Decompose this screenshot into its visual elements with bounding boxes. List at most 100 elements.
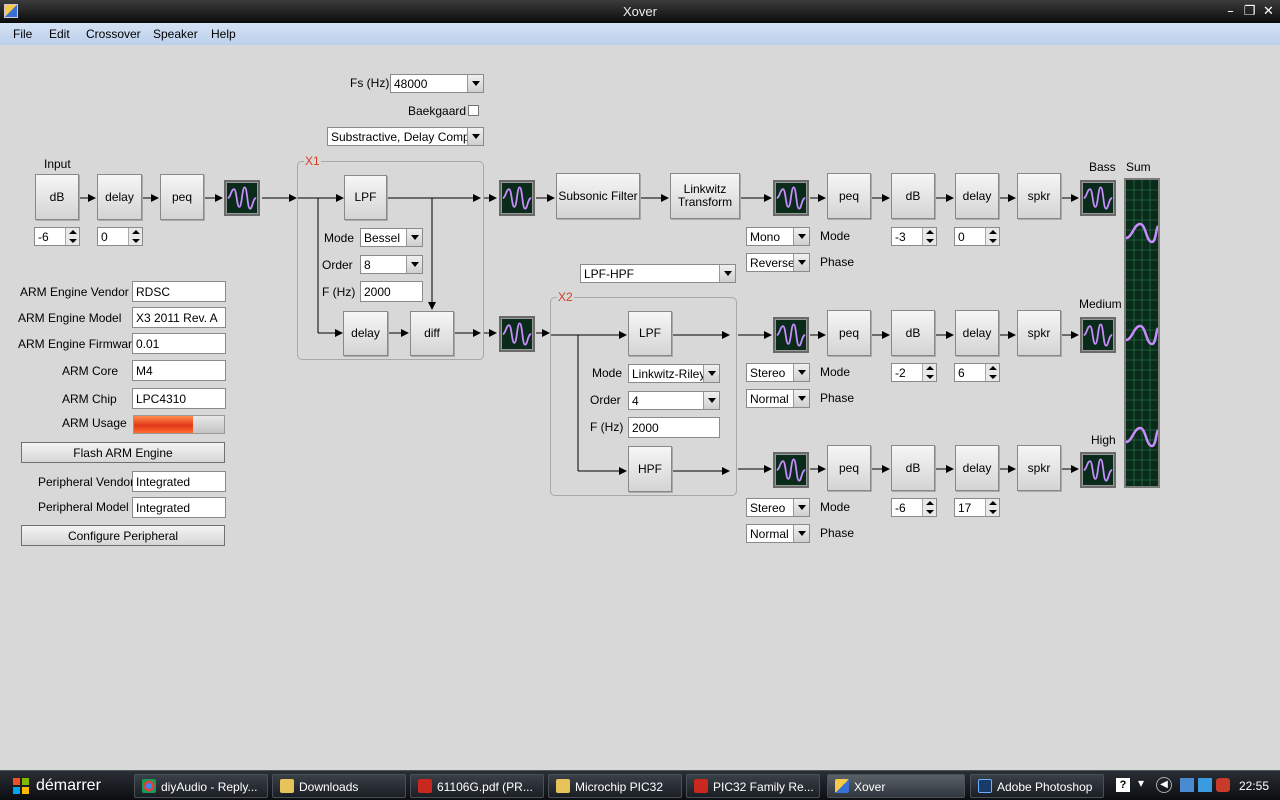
task-pic32-family[interactable]: PIC32 Family Re... xyxy=(686,774,820,798)
medium-delay-block[interactable]: delay xyxy=(955,310,999,356)
x2-type-select[interactable]: LPF-HPF xyxy=(580,264,736,283)
task-microchip-pic32[interactable]: Microchip PIC32 xyxy=(548,774,682,798)
input-delay-spinner[interactable]: 0 xyxy=(97,227,143,246)
high-db-spinner[interactable]: -6 xyxy=(891,498,937,517)
task-downloads[interactable]: Downloads xyxy=(272,774,406,798)
bass-db-block[interactable]: dB xyxy=(891,173,935,219)
spinner-arrows-icon[interactable] xyxy=(922,228,936,245)
subsonic-filter-block[interactable]: Subsonic Filter xyxy=(556,173,640,219)
medium-spkr-block[interactable]: spkr xyxy=(1017,310,1061,356)
bass-pre-scope[interactable] xyxy=(773,180,809,216)
x2-hpf-block[interactable]: HPF xyxy=(628,446,672,492)
x1-order-select[interactable]: 8 xyxy=(360,255,423,274)
task-pdf-61106g[interactable]: 61106G.pdf (PR... xyxy=(410,774,544,798)
task-xover[interactable]: Xover xyxy=(827,774,965,798)
x1-mode-select[interactable]: Bessel xyxy=(360,228,423,247)
spinner-arrows-icon[interactable] xyxy=(65,228,79,245)
input-peq-block[interactable]: peq xyxy=(160,174,204,220)
tray-expand-icon[interactable]: ◀ xyxy=(1156,777,1172,793)
medium-peq-block[interactable]: peq xyxy=(827,310,871,356)
high-out-scope[interactable] xyxy=(1080,452,1116,488)
spinner-arrows-icon[interactable] xyxy=(128,228,142,245)
medium-db-block[interactable]: dB xyxy=(891,310,935,356)
arm-vendor-field[interactable]: RDSC xyxy=(132,281,226,302)
bass-mode-value: Mono xyxy=(750,230,781,244)
menu-file[interactable]: File xyxy=(13,27,33,41)
bass-phase-select[interactable]: Reverse xyxy=(746,253,810,272)
input-scope[interactable] xyxy=(224,180,260,216)
bass-delay-spinner[interactable]: 0 xyxy=(954,227,1000,246)
arm-model-field[interactable]: X3 2011 Rev. A xyxy=(132,307,226,328)
task-photoshop[interactable]: Adobe Photoshop xyxy=(970,774,1104,798)
network-icon[interactable]: ▾ xyxy=(1138,776,1145,790)
spinner-arrows-icon[interactable] xyxy=(922,364,936,381)
bass-path-scope[interactable] xyxy=(499,180,535,216)
menu-edit[interactable]: Edit xyxy=(49,27,70,41)
x2-input-scope[interactable] xyxy=(499,316,535,352)
close-icon[interactable]: ✕ xyxy=(1263,4,1274,19)
linkwitz-transform-block[interactable]: Linkwitz Transform xyxy=(670,173,740,219)
bass-out-scope[interactable] xyxy=(1080,180,1116,216)
spinner-arrows-icon[interactable] xyxy=(985,364,999,381)
input-db-block[interactable]: dB xyxy=(35,174,79,220)
input-delay-block[interactable]: delay xyxy=(97,174,142,220)
x1-freq-input[interactable]: 2000 xyxy=(360,281,423,302)
high-db-block[interactable]: dB xyxy=(891,445,935,491)
medium-delay-spinner[interactable]: 6 xyxy=(954,363,1000,382)
crossover-mode-select[interactable]: Substractive, Delay Comp. xyxy=(327,127,484,146)
task-label: PIC32 Family Re... xyxy=(713,780,814,794)
arm-core-field[interactable]: M4 xyxy=(132,360,226,381)
high-phase-select[interactable]: Normal xyxy=(746,524,810,543)
bass-peq-block[interactable]: peq xyxy=(827,173,871,219)
bass-spkr-block[interactable]: spkr xyxy=(1017,173,1061,219)
configure-peripheral-button[interactable]: Configure Peripheral xyxy=(21,525,225,546)
spinner-arrows-icon[interactable] xyxy=(922,499,936,516)
x2-lpf-block[interactable]: LPF xyxy=(628,311,672,356)
medium-out-scope[interactable] xyxy=(1080,317,1116,353)
dropbox-icon[interactable] xyxy=(1198,778,1212,792)
x2-order-select[interactable]: 4 xyxy=(628,391,720,410)
high-delay-spinner[interactable]: 17 xyxy=(954,498,1000,517)
spinner-arrows-icon[interactable] xyxy=(985,228,999,245)
x1-delay-block[interactable]: delay xyxy=(343,311,388,356)
bass-db-spinner[interactable]: -3 xyxy=(891,227,937,246)
high-spkr-block[interactable]: spkr xyxy=(1017,445,1061,491)
baekgaard-checkbox[interactable] xyxy=(468,105,479,116)
help-icon[interactable]: ? xyxy=(1116,778,1130,792)
bass-delay-block[interactable]: delay xyxy=(955,173,999,219)
restore-icon[interactable]: ❐ xyxy=(1243,4,1256,19)
medium-pre-scope[interactable] xyxy=(773,317,809,353)
menu-crossover[interactable]: Crossover xyxy=(86,27,141,41)
arm-chip-field[interactable]: LPC4310 xyxy=(132,388,226,409)
high-pre-scope[interactable] xyxy=(773,452,809,488)
high-delay-block[interactable]: delay xyxy=(955,445,999,491)
spinner-arrows-icon[interactable] xyxy=(985,499,999,516)
x2-mode-select[interactable]: Linkwitz-Riley xyxy=(628,364,720,383)
bass-mode-select[interactable]: Mono xyxy=(746,227,810,246)
x2-freq-input[interactable]: 2000 xyxy=(628,417,720,438)
scope-trace-icon xyxy=(776,323,806,347)
sum-scope[interactable] xyxy=(1124,178,1160,488)
peripheral-model-field[interactable]: Integrated xyxy=(132,497,226,518)
bass-mode-label: Mode xyxy=(820,229,851,243)
task-diyaudio[interactable]: diyAudio - Reply... xyxy=(134,774,268,798)
fs-select[interactable]: 48000 xyxy=(390,74,484,93)
x1-lpf-block[interactable]: LPF xyxy=(344,175,387,220)
high-peq-block[interactable]: peq xyxy=(827,445,871,491)
medium-phase-select[interactable]: Normal xyxy=(746,389,810,408)
monitor-icon[interactable] xyxy=(1180,778,1194,792)
medium-db-spinner[interactable]: -2 xyxy=(891,363,937,382)
high-mode-select[interactable]: Stereo xyxy=(746,498,810,517)
x1-diff-block[interactable]: diff xyxy=(410,311,454,356)
input-db-spinner[interactable]: -6 xyxy=(34,227,80,246)
arm-firmware-field[interactable]: 0.01 xyxy=(132,333,226,354)
minimize-icon[interactable]: – xyxy=(1227,4,1234,19)
start-button[interactable]: démarrer xyxy=(2,773,120,799)
menu-speaker[interactable]: Speaker xyxy=(153,27,198,41)
flash-arm-engine-button[interactable]: Flash ARM Engine xyxy=(21,442,225,463)
task-label: 61106G.pdf (PR... xyxy=(437,780,533,794)
security-icon[interactable] xyxy=(1216,778,1230,792)
menu-help[interactable]: Help xyxy=(211,27,236,41)
medium-mode-select[interactable]: Stereo xyxy=(746,363,810,382)
peripheral-vendor-field[interactable]: Integrated xyxy=(132,471,226,492)
